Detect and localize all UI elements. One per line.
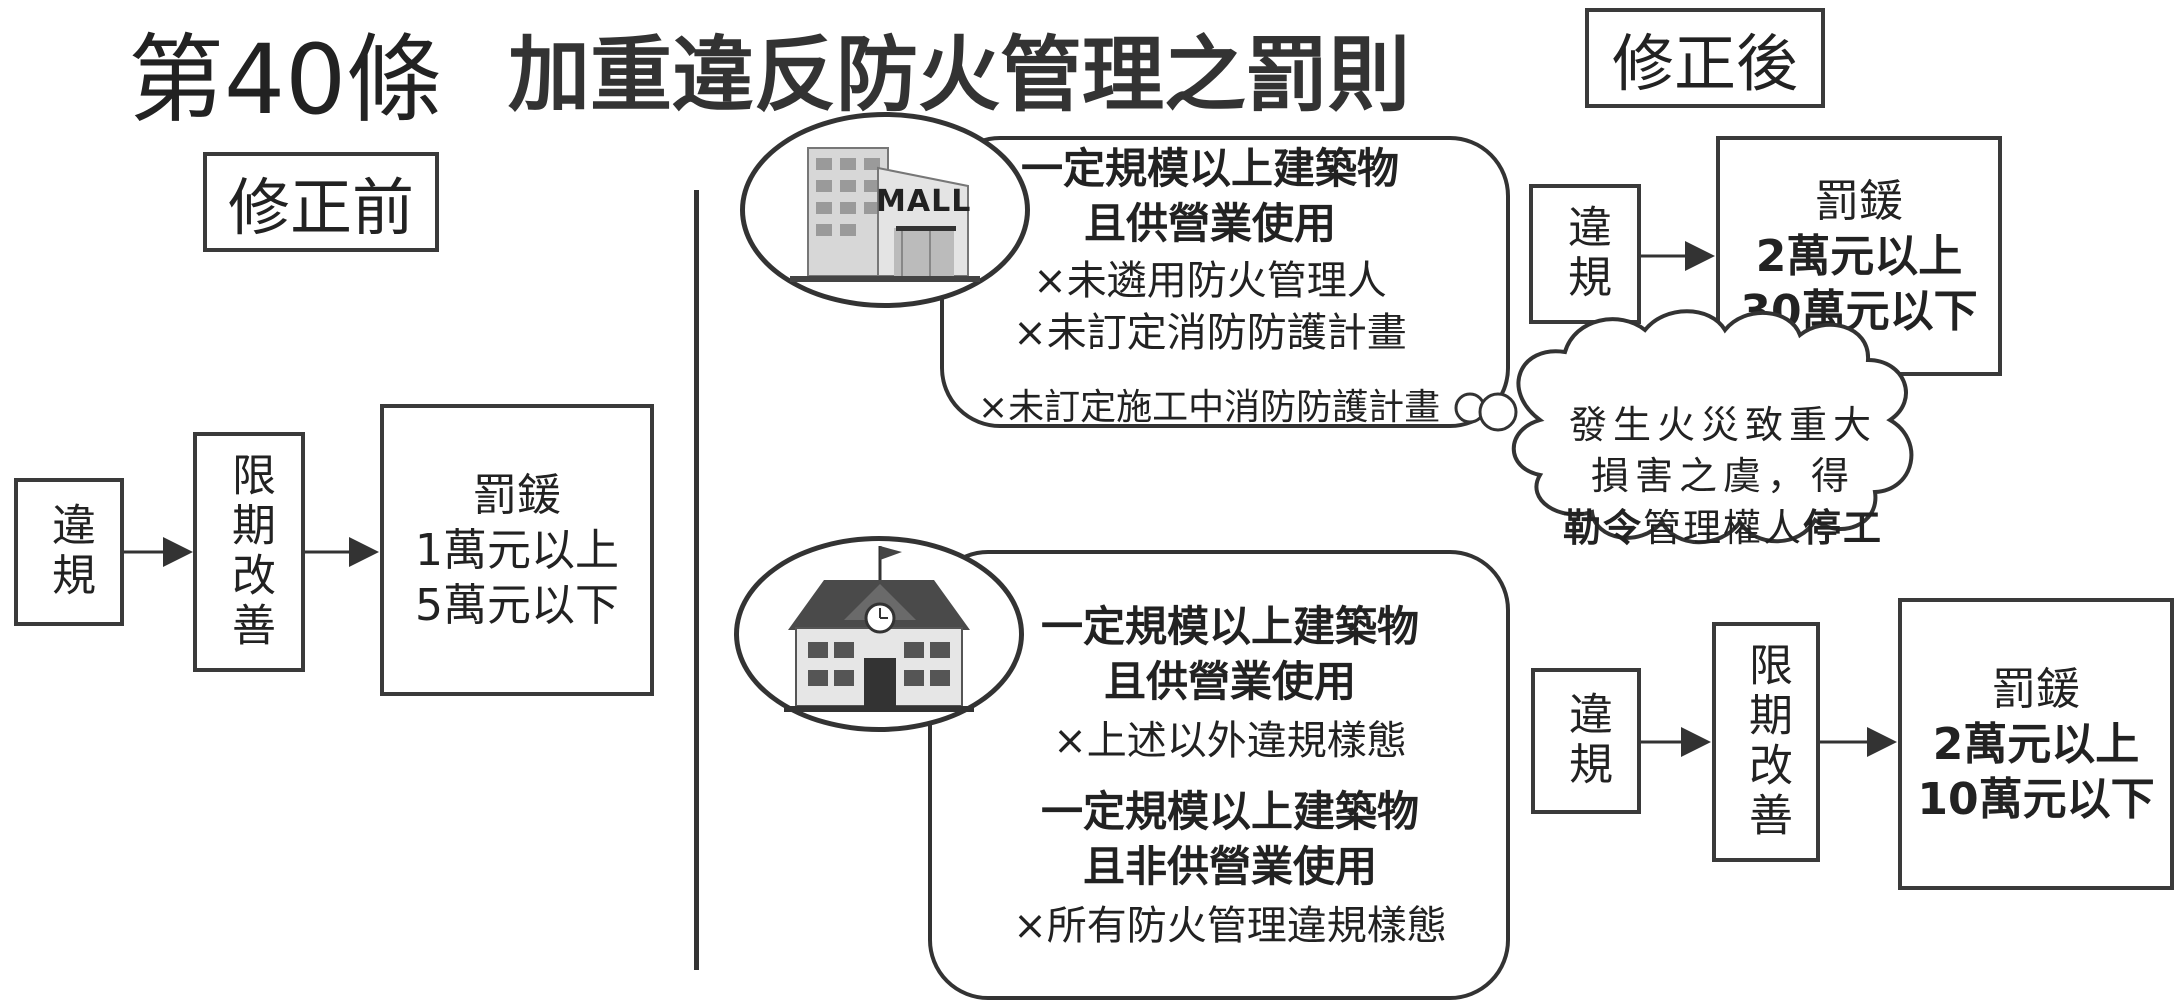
bubble-medium [1478, 392, 1518, 432]
panel2-heading3: 一定規模以上建築物 [1040, 787, 1419, 837]
before-tag: 修正前 [203, 152, 439, 252]
after-violation-box-1: 違規 [1529, 184, 1641, 324]
cloud-line-3c: 停工 [1803, 505, 1884, 550]
before-violation-label: 違規 [44, 502, 95, 602]
panel1-item2: ×未訂定消防防護計畫 [1013, 310, 1407, 357]
panel1-heading2: 且供營業使用 [1083, 198, 1336, 248]
panel2-item1: ×上述以外違規樣態 [1053, 718, 1407, 765]
after-penalty-box-2: 罰鍰 2萬元以上 10萬元以下 [1898, 598, 2174, 890]
after-penalty2-min: 2萬元以上 [1932, 718, 2140, 770]
mall-sign-underline [896, 226, 956, 231]
before-violation-box: 違規 [14, 478, 124, 626]
after-penalty1-min: 2萬元以上 [1755, 230, 1963, 282]
after-penalty2-title: 罰鍰 [1992, 663, 2080, 715]
before-improve-label: 限期改善 [224, 452, 275, 652]
school-building-icon [784, 546, 974, 712]
after-violation-box-2: 違規 [1531, 668, 1641, 814]
mall-building-icon [790, 147, 980, 282]
cloud-shape [1511, 309, 1914, 545]
panel2-heading1: 一定規模以上建築物 [1040, 602, 1419, 651]
mall-panel [940, 136, 1510, 428]
before-penalty-min: 1萬元以上 [415, 524, 619, 576]
after-violation-label-1: 違規 [1560, 204, 1611, 304]
panel1-item3: ×未訂定施工中消防防護計畫 [978, 387, 1441, 428]
mall-panel-text: 一定規模以上建築物 且供營業使用 ×未遴用防火管理人 ×未訂定消防防護計畫 [980, 142, 1440, 359]
cloud-line-3: 勒令管理權人停工 [1548, 503, 1898, 554]
mall-sign: MALL [876, 184, 972, 219]
divider-line [694, 190, 699, 970]
before-improve-box: 限期改善 [193, 432, 305, 672]
before-penalty-title: 罰鍰 [473, 469, 561, 521]
before-penalty-max: 5萬元以下 [415, 579, 619, 631]
after-improve-box-2: 限期改善 [1712, 622, 1820, 862]
article-number: 第40條 [128, 24, 443, 136]
after-tag: 修正後 [1585, 8, 1825, 108]
cloud-line-3a: 勒令 [1562, 505, 1643, 550]
cloud-line-2: 損害之虞，得 [1590, 454, 1855, 499]
after-improve-label-2: 限期改善 [1741, 642, 1792, 842]
school-panel [928, 550, 1510, 1000]
cloud-line-1: 發生火災致重大 [1568, 403, 1877, 447]
panel1-item1: ×未遴用防火管理人 [1033, 258, 1387, 305]
school-panel-text: 一定規模以上建築物 且供營業使用 ×上述以外違規樣態 一定規模以上建築物 且非供… [1000, 600, 1460, 952]
before-penalty-box: 罰鍰 1萬元以上 5萬元以下 [380, 404, 654, 696]
panel2-heading2: 且供營業使用 [1103, 656, 1356, 706]
panel1-heading1: 一定規模以上建築物 [1020, 144, 1399, 193]
cloud-line-3b: 管理權人 [1642, 505, 1803, 550]
page-title: 加重違反防火管理之罰則 [508, 28, 1411, 123]
cloud-text: 發生火災致重大 損害之虞，得 勒令管理權人停工 [1548, 400, 1898, 554]
panel2-item2: ×所有防火管理違規樣態 [1013, 903, 1447, 950]
after-violation-label-2: 違規 [1561, 691, 1612, 791]
panel2-heading4: 且非供營業使用 [1082, 841, 1377, 891]
after-penalty1-title: 罰鍰 [1815, 175, 1903, 227]
after-penalty2-max: 10萬元以下 [1917, 773, 2155, 825]
